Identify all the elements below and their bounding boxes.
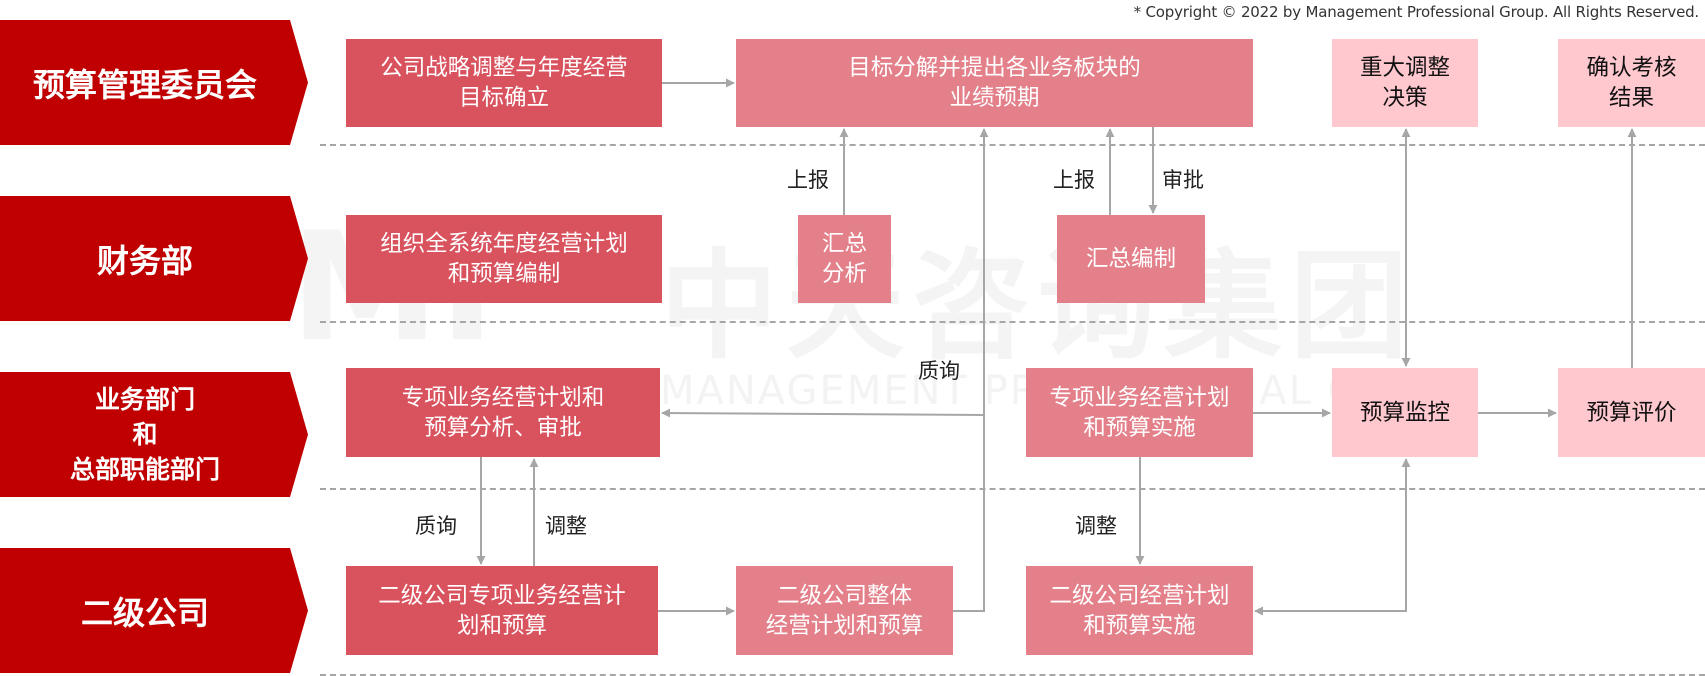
box-special-plan-review: 专项业务经营计划和 预算分析、审批 <box>346 368 660 457</box>
box-summary-analysis: 汇总 分析 <box>798 215 891 303</box>
box-sub-overall-plan: 二级公司整体 经营计划和预算 <box>736 566 953 655</box>
label-inquiry: 质询 <box>415 514 457 538</box>
label-report: 上报 <box>787 168 829 192</box>
arrow-inquiry-left <box>661 408 985 418</box>
lane-divider <box>320 488 1705 490</box>
arrow-monitor-sub-exec <box>1254 458 1411 616</box>
lane-business: 业务部门 和 总部职能部门 <box>0 372 308 497</box>
label-inquiry: 质询 <box>918 359 960 383</box>
lane-subsidiary: 二级公司 <box>0 548 308 673</box>
label-approve: 审批 <box>1162 168 1204 192</box>
label-adjust: 调整 <box>545 514 587 538</box>
label-adjust: 调整 <box>1075 514 1117 538</box>
box-decompose: 目标分解并提出各业务板块的 业绩预期 <box>736 39 1253 127</box>
box-summary-compile: 汇总编制 <box>1057 215 1205 303</box>
box-special-plan-exec: 专项业务经营计划 和预算实施 <box>1026 368 1253 457</box>
box-budget-monitor: 预算监控 <box>1332 368 1478 457</box>
lane-divider <box>320 144 1705 146</box>
lane-committee: 预算管理委员会 <box>0 20 308 145</box>
box-budget-eval: 预算评价 <box>1558 368 1705 457</box>
box-strategy: 公司战略调整与年度经营 目标确立 <box>346 39 662 127</box>
lane-divider <box>320 321 1705 323</box>
box-organize-plan: 组织全系统年度经营计划 和预算编制 <box>346 215 662 303</box>
copyright-notice: * Copyright © 2022 by Management Profess… <box>1133 3 1700 21</box>
lane-finance: 财务部 <box>0 196 308 321</box>
box-sub-special-plan: 二级公司专项业务经营计 划和预算 <box>346 566 658 655</box>
box-major-decision: 重大调整 决策 <box>1332 39 1478 127</box>
box-confirm-result: 确认考核 结果 <box>1558 39 1705 127</box>
watermark-cn: 中天咨询集团 <box>660 237 1417 375</box>
label-report: 上报 <box>1053 168 1095 192</box>
arrow-sub-overall-to-decompose <box>953 128 989 612</box>
box-sub-plan-exec: 二级公司经营计划 和预算实施 <box>1026 566 1253 655</box>
